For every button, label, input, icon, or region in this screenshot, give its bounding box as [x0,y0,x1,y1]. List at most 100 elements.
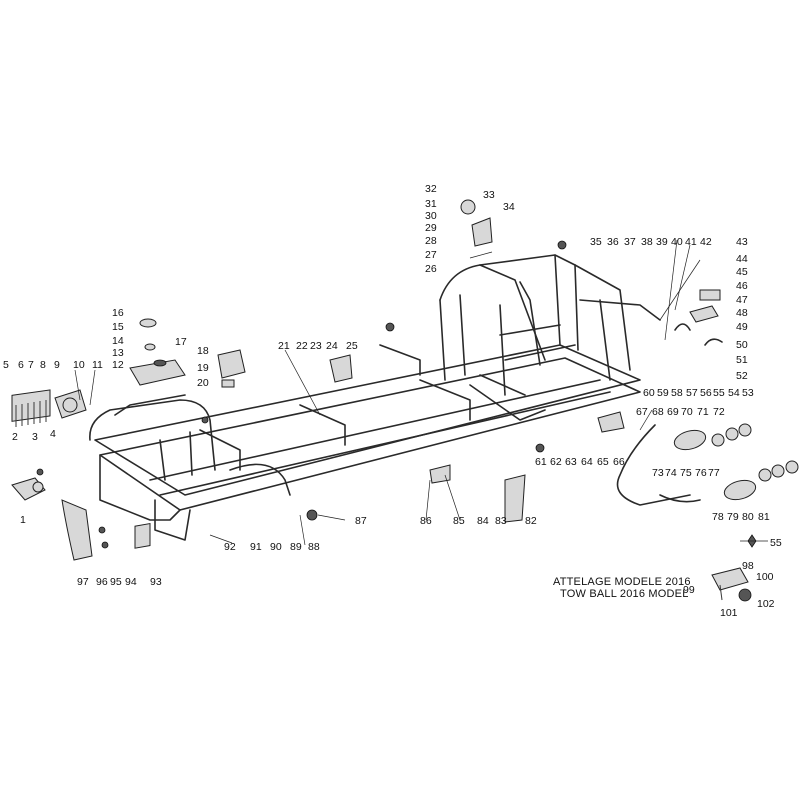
callout-72: 72 [713,406,725,418]
callout-87: 87 [355,515,367,527]
callout-7: 7 [28,359,34,371]
callout-4: 4 [50,428,56,440]
callout-102: 102 [757,598,775,610]
callout-92: 92 [224,541,236,553]
callout-88: 88 [308,541,320,553]
battery-bracket [329,354,353,383]
callout-74: 74 [665,467,677,479]
callout-55b: 55 [770,537,782,549]
radiator-assembly [11,389,87,427]
callout-46: 46 [736,280,748,292]
callout-73: 73 [652,467,664,479]
callout-52: 52 [736,370,748,382]
callout-8: 8 [40,359,46,371]
callout-43: 43 [736,236,748,248]
callout-71: 71 [697,406,709,418]
callout-26: 26 [425,263,437,275]
callout-84: 84 [477,515,489,527]
callout-32: 32 [425,183,437,195]
callout-68: 68 [652,406,664,418]
callout-34: 34 [503,201,515,213]
callout-39: 39 [656,236,668,248]
callout-50: 50 [736,339,748,351]
callout-58: 58 [671,387,683,399]
callout-55: 55 [713,387,725,399]
callout-17: 17 [175,336,187,348]
callout-96: 96 [96,576,108,588]
callout-57: 57 [686,387,698,399]
callout-20: 20 [197,377,209,389]
callout-41: 41 [685,236,697,248]
callout-60: 60 [643,387,655,399]
callout-69: 69 [667,406,679,418]
callout-85: 85 [453,515,465,527]
callout-31: 31 [425,198,437,210]
callout-21: 21 [278,340,290,352]
cooling-pump [11,477,46,501]
callout-97: 97 [77,576,89,588]
callout-93: 93 [150,576,162,588]
callout-61: 61 [535,456,547,468]
callout-76: 76 [695,467,707,479]
callout-leaders [74,239,768,546]
callout-9: 9 [54,359,60,371]
callout-70: 70 [681,406,693,418]
hardware-fasteners [36,240,567,549]
callout-25: 25 [346,340,358,352]
callout-2: 2 [12,431,18,443]
callout-38: 38 [641,236,653,248]
callout-54: 54 [728,387,740,399]
callout-44: 44 [736,253,748,265]
callout-80: 80 [742,511,754,523]
callout-62: 62 [550,456,562,468]
callout-1: 1 [20,514,26,526]
callout-36: 36 [607,236,619,248]
hitch-parts [429,411,625,523]
callout-56: 56 [700,387,712,399]
callout-63: 63 [565,456,577,468]
callout-67: 67 [636,406,648,418]
callout-65: 65 [597,456,609,468]
callout-27: 27 [425,249,437,261]
callout-49: 49 [736,321,748,333]
callout-64: 64 [581,456,593,468]
callout-81: 81 [758,511,770,523]
callout-29: 29 [425,222,437,234]
rear-brackets [674,289,723,346]
callout-3: 3 [32,431,38,443]
callout-37: 37 [624,236,636,248]
chassis-frame [89,254,661,541]
callout-94: 94 [125,576,137,588]
callout-10: 10 [73,359,85,371]
callout-48: 48 [736,307,748,319]
callout-14: 14 [112,335,124,347]
expansion-tank [217,349,246,388]
callout-59: 59 [657,387,669,399]
callout-100: 100 [756,571,774,583]
callout-99: 99 [683,584,695,596]
callout-42: 42 [700,236,712,248]
callout-12: 12 [112,359,124,371]
tow-ball-caption-en: TOW BALL 2016 MODEL [560,588,689,600]
callout-82: 82 [525,515,537,527]
callout-53: 53 [742,387,754,399]
seat-belt-reel [460,199,493,259]
callout-90: 90 [270,541,282,553]
callout-28: 28 [425,235,437,247]
callout-79: 79 [727,511,739,523]
callout-75: 75 [680,467,692,479]
callout-86: 86 [420,515,432,527]
callout-77: 77 [708,467,720,479]
callout-23: 23 [310,340,322,352]
callout-19: 19 [197,362,209,374]
callout-24: 24 [326,340,338,352]
callout-98: 98 [742,560,754,572]
tow-ball-caption-fr: ATTELAGE MODELE 2016 [553,576,691,588]
fuel-tank [129,318,186,386]
exhaust-system [616,423,799,506]
callout-45: 45 [736,266,748,278]
callout-91: 91 [250,541,262,553]
callout-13: 13 [112,347,124,359]
callout-18: 18 [197,345,209,357]
